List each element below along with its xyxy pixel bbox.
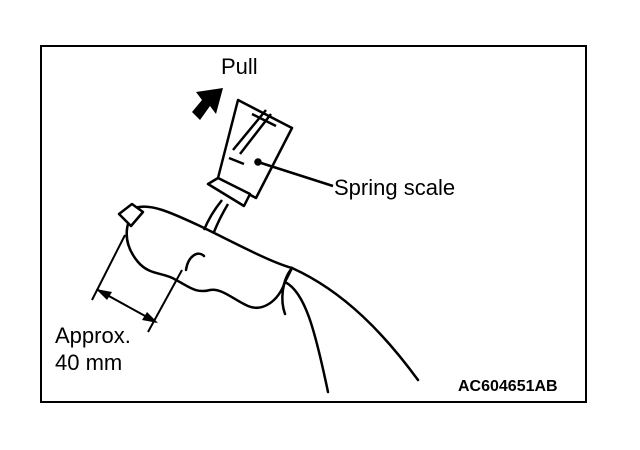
lever-shaft: [283, 280, 330, 394]
distance-label: 40 mm: [55, 350, 123, 375]
lever-shaft-edge: [290, 266, 420, 382]
pull-label: Pull: [221, 54, 258, 79]
spring-scale-neck: [206, 176, 252, 208]
approx-label: Approx.: [55, 323, 131, 348]
dimension-arrowhead-right: [142, 312, 158, 323]
release-button: [117, 202, 145, 228]
dimension-arrowhead-left: [96, 289, 112, 300]
spring-scale-leader: [257, 160, 334, 188]
spring-scale-label: Spring scale: [334, 175, 456, 200]
grip-collar: [281, 266, 294, 316]
grip-hook: [184, 252, 206, 272]
dimension-extension-left: [91, 234, 126, 301]
spring-scale-hook: [202, 199, 230, 233]
figure-code: AC604651AB: [458, 378, 558, 395]
dimension-extension-right: [147, 269, 183, 333]
spring-scale-inner: [228, 109, 277, 166]
lever-grip: [125, 205, 294, 309]
pull-arrow-icon: [192, 88, 223, 120]
